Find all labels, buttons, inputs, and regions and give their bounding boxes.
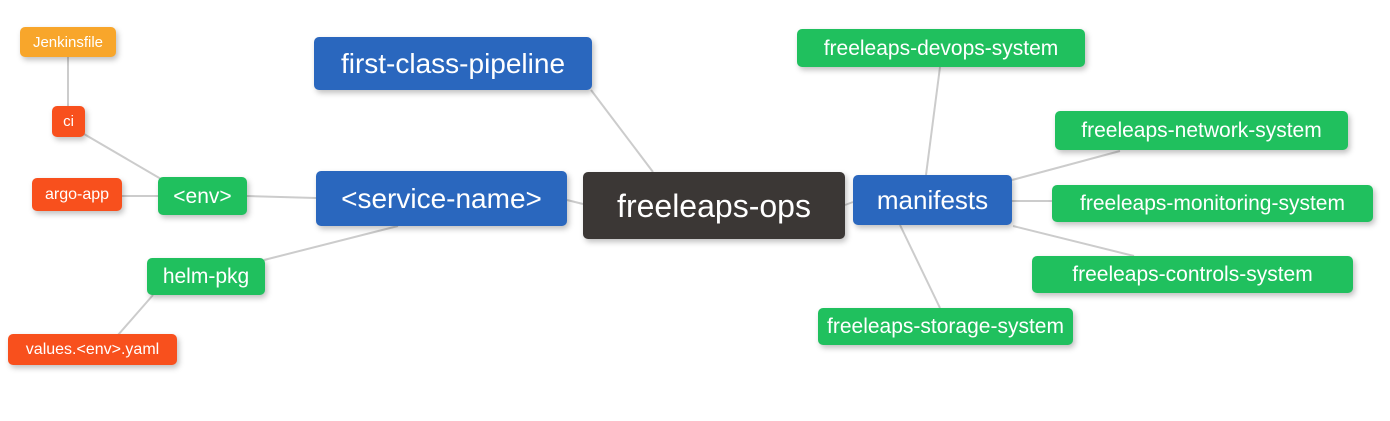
node-values-env-yaml[interactable]: values.<env>.yaml (8, 334, 177, 365)
node-freeleaps-devops-system[interactable]: freeleaps-devops-system (797, 29, 1085, 67)
node-freeleaps-network-system[interactable]: freeleaps-network-system (1055, 111, 1348, 150)
node-env[interactable]: <env> (158, 177, 247, 215)
edge-manifests-storage (899, 224, 941, 309)
edge-manifests-network (1011, 150, 1121, 181)
node-argo-app[interactable]: argo-app (32, 178, 122, 211)
node-freeleaps-controls-system[interactable]: freeleaps-controls-system (1032, 256, 1353, 293)
node-freeleaps-ops-root[interactable]: freeleaps-ops (583, 172, 845, 239)
node-freeleaps-storage-system[interactable]: freeleaps-storage-system (818, 308, 1073, 345)
edge-helm-pkg-values-yaml (117, 294, 154, 336)
edge-ci-env (83, 133, 162, 180)
edge-manifests-controls (1012, 225, 1135, 257)
node-ci[interactable]: ci (52, 106, 85, 137)
node-first-class-pipeline[interactable]: first-class-pipeline (314, 37, 592, 90)
node-jenkinsfile[interactable]: Jenkinsfile (20, 27, 116, 57)
edge-service-name-root (566, 199, 584, 205)
node-helm-pkg[interactable]: helm-pkg (147, 258, 265, 295)
edge-service-name-helm-pkg (263, 225, 399, 261)
edge-manifests-devops (925, 66, 941, 176)
node-service-name[interactable]: <service-name> (316, 171, 567, 226)
node-manifests[interactable]: manifests (853, 175, 1012, 225)
edge-env-service-name (246, 195, 317, 199)
edge-root-manifests (844, 201, 854, 206)
node-freeleaps-monitoring-system[interactable]: freeleaps-monitoring-system (1052, 185, 1373, 222)
edge-pipeline-root (590, 89, 654, 173)
